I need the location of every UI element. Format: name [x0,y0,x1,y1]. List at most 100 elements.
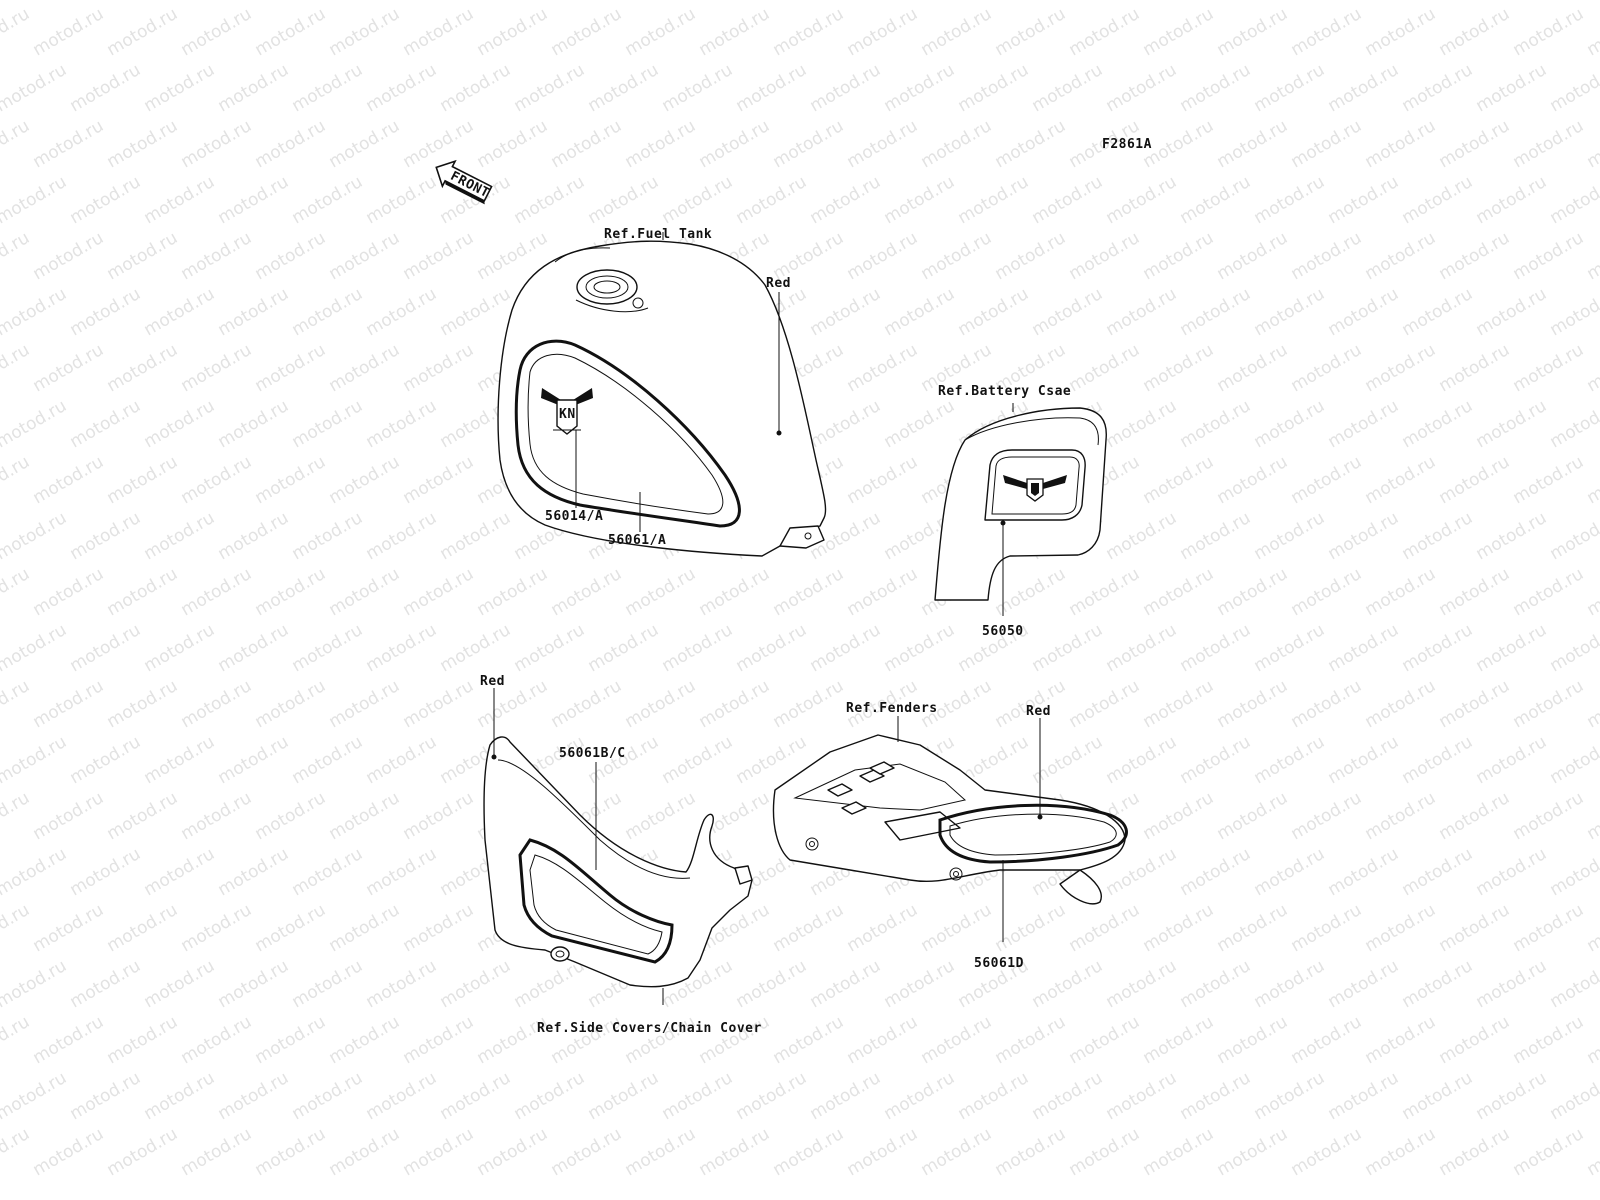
watermark-text: motod.ru [326,1012,404,1068]
watermark-text: motod.ru [104,1012,182,1068]
watermark-text: motod.ru [844,900,922,956]
watermark-text: motod.ru [1140,340,1218,396]
watermark-text: motod.ru [1288,564,1366,620]
watermark-text: motod.ru [1436,228,1514,284]
watermark-text: motod.ru [326,788,404,844]
watermark-text: motod.ru [992,1012,1070,1068]
watermark-text: motod.ru [0,676,33,732]
watermark-text: motod.ru [437,60,515,116]
watermark-text: motod.ru [1288,1124,1366,1180]
watermark-text: motod.ru [289,0,367,4]
watermark-text: motod.ru [215,284,293,340]
watermark-text: motod.ru [696,564,774,620]
watermark-text: motod.ru [1214,1124,1292,1180]
watermark-text: motod.ru [1140,452,1218,508]
watermark-text: motod.ru [252,564,330,620]
watermark-text: motod.ru [1251,1068,1329,1124]
watermark-text: motod.ru [1140,4,1218,60]
watermark-text: motod.ru [1066,900,1144,956]
watermark-text: motod.ru [1547,508,1600,564]
watermark-text: motod.ru [363,60,441,116]
watermark-text: motod.ru [844,1124,922,1180]
watermark-text: motod.ru [178,340,256,396]
watermark-text: motod.ru [1362,116,1440,172]
watermark-text: motod.ru [30,1012,108,1068]
watermark-text: motod.ru [1436,340,1514,396]
watermark-text: motod.ru [1473,172,1551,228]
watermark-text: motod.ru [178,4,256,60]
watermark-text: motod.ru [548,116,626,172]
watermark-text: motod.ru [992,1124,1070,1180]
watermark-text: motod.ru [1473,0,1551,4]
watermark-text: motod.ru [1325,172,1403,228]
watermark-text: motod.ru [104,564,182,620]
watermark-text: motod.ru [252,1124,330,1180]
watermark-text: motod.ru [1584,340,1600,396]
watermark-text: motod.ru [0,1124,33,1180]
watermark-text: motod.ru [215,172,293,228]
watermark-text: motod.ru [326,900,404,956]
watermark-text: motod.ru [363,172,441,228]
watermark-text: motod.ru [770,564,848,620]
watermark-text: motod.ru [215,1068,293,1124]
watermark-text: motod.ru [622,1124,700,1180]
watermark-text: motod.ru [363,732,441,788]
watermark-text: motod.ru [1251,620,1329,676]
watermark-text: motod.ru [437,284,515,340]
watermark-text: motod.ru [1473,508,1551,564]
watermark-text: motod.ru [659,0,737,4]
watermark-text: motod.ru [1510,788,1588,844]
watermark-text: motod.ru [363,620,441,676]
watermark-text: motod.ru [1473,620,1551,676]
watermark-text: motod.ru [1103,172,1181,228]
watermark-text: motod.ru [844,116,922,172]
watermark-text: motod.ru [289,60,367,116]
watermark-text: motod.ru [178,564,256,620]
tank-emblem-part-label: 56014/A [545,509,603,524]
watermark-text: motod.ru [1436,1012,1514,1068]
watermark-text: motod.ru [1325,0,1403,4]
watermark-text: motod.ru [141,172,219,228]
watermark-text: motod.ru [1510,116,1588,172]
fender-color-label: Red [1026,704,1051,719]
watermark-text: motod.ru [1288,1012,1366,1068]
watermark-text: motod.ru [548,564,626,620]
watermark-text: motod.ru [1177,620,1255,676]
watermark-text: motod.ru [622,116,700,172]
watermark-text: motod.ru [0,0,70,4]
watermark-text: motod.ru [1362,1012,1440,1068]
watermark-text: motod.ru [363,844,441,900]
fuel-tank-color-label: Red [766,276,791,291]
watermark-text: motod.ru [67,1068,145,1124]
watermark-text: motod.ru [326,452,404,508]
watermark-text: motod.ru [104,1124,182,1180]
watermark-text: motod.ru [104,788,182,844]
watermark-text: motod.ru [548,676,626,732]
side-cover-color-label: Red [480,674,505,689]
watermark-text: motod.ru [511,172,589,228]
watermark-text: motod.ru [992,4,1070,60]
watermark-text: motod.ru [0,1012,33,1068]
watermark-text: motod.ru [178,788,256,844]
watermark-text: motod.ru [1103,60,1181,116]
watermark-text: motod.ru [1029,956,1107,1012]
watermark-text: motod.ru [1547,172,1600,228]
watermark-text: motod.ru [326,1124,404,1180]
side-cover-ref-label: Ref.Side Covers/Chain Cover [537,1021,762,1036]
watermark-text: motod.ru [1251,60,1329,116]
watermark-text: motod.ru [1066,4,1144,60]
watermark-text: motod.ru [252,116,330,172]
watermark-text: motod.ru [1325,60,1403,116]
watermark-text: motod.ru [1584,1012,1600,1068]
watermark-text: motod.ru [622,676,700,732]
watermark-text: motod.ru [67,0,145,4]
watermark-text: motod.ru [881,172,959,228]
figure-code: F2861A [1102,137,1152,152]
watermark-text: motod.ru [30,228,108,284]
watermark-text: motod.ru [1214,1012,1292,1068]
watermark-text: motod.ru [1436,4,1514,60]
watermark-text: motod.ru [1029,620,1107,676]
watermark-text: motod.ru [363,0,441,4]
watermark-text: motod.ru [881,1068,959,1124]
watermark-text: motod.ru [141,60,219,116]
